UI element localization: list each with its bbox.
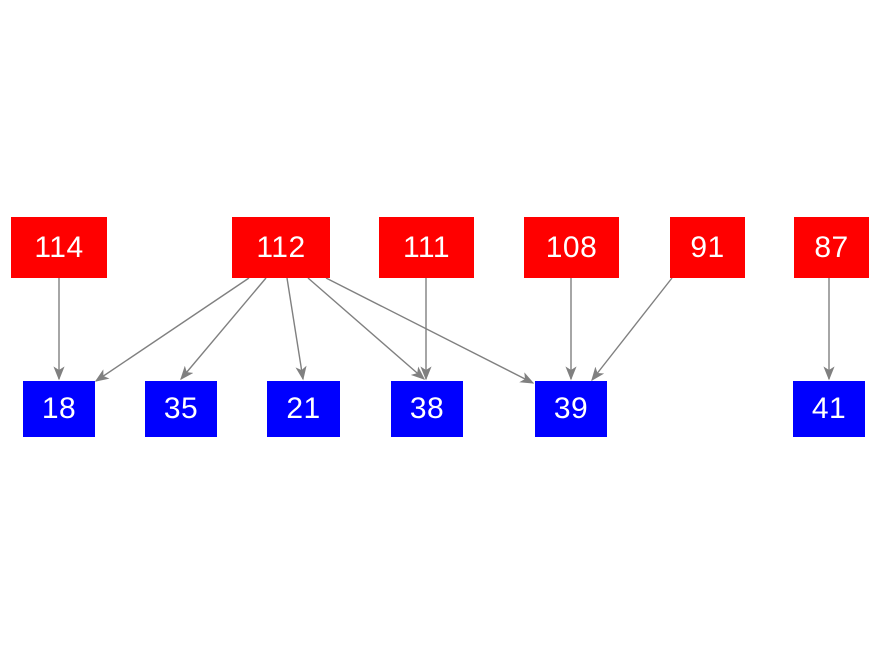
node-label-87: 87 — [814, 230, 849, 264]
edge-91-to-39 — [591, 277, 673, 382]
node-114[interactable]: 114 — [11, 217, 107, 278]
node-87[interactable]: 87 — [794, 217, 869, 278]
edge-112-to-21 — [286, 277, 307, 381]
node-label-111: 111 — [402, 230, 451, 264]
node-111[interactable]: 111 — [379, 217, 474, 278]
edges-group — [53, 277, 835, 384]
node-112[interactable]: 112 — [232, 217, 330, 278]
edge-112-to-35 — [180, 277, 267, 381]
edge-112-to-38 — [307, 277, 426, 380]
node-label-35: 35 — [163, 392, 199, 425]
node-41[interactable]: 41 — [793, 381, 865, 437]
node-label-112: 112 — [256, 230, 306, 264]
node-label-114: 114 — [34, 230, 84, 264]
node-label-41: 41 — [811, 392, 847, 425]
node-label-39: 39 — [553, 392, 589, 425]
node-label-108: 108 — [545, 230, 598, 264]
node-39[interactable]: 39 — [535, 381, 607, 437]
node-35[interactable]: 35 — [145, 381, 217, 437]
node-label-38: 38 — [409, 392, 445, 425]
node-label-18: 18 — [41, 392, 77, 425]
node-label-21: 21 — [286, 392, 321, 425]
node-18[interactable]: 18 — [23, 381, 95, 437]
node-label-91: 91 — [690, 230, 725, 264]
edge-112-to-39 — [325, 277, 535, 384]
node-21[interactable]: 21 — [267, 381, 340, 437]
edge-112-to-18 — [94, 277, 250, 382]
node-108[interactable]: 108 — [524, 217, 619, 278]
node-91[interactable]: 91 — [670, 217, 745, 278]
node-38[interactable]: 38 — [391, 381, 463, 437]
